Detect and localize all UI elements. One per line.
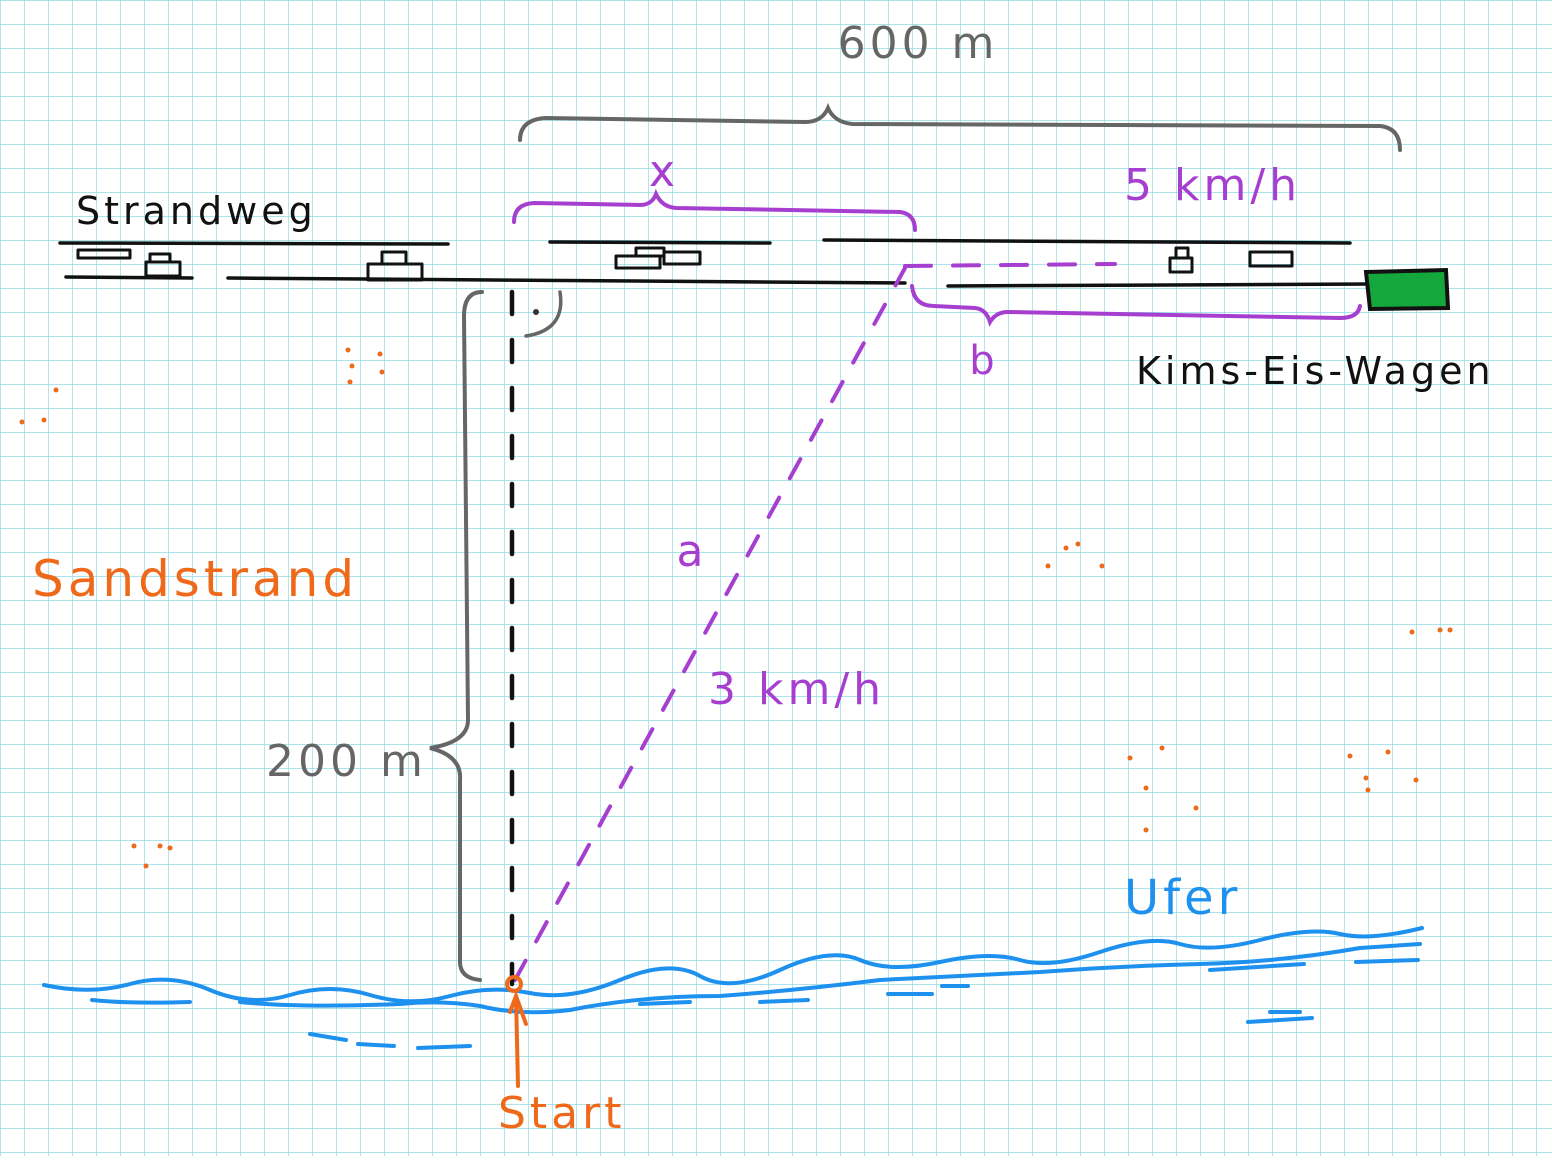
path-b-dashed <box>903 262 1117 268</box>
person-icon <box>505 975 528 1088</box>
road-lines <box>58 238 1374 288</box>
parked-cars <box>76 246 1294 282</box>
label-b: b <box>969 338 998 384</box>
right-angle-arc <box>524 290 563 338</box>
water-waves <box>42 926 1424 1050</box>
car-icon <box>614 246 702 270</box>
car-icon <box>1168 246 1294 274</box>
ice-cream-cart-icon <box>1363 267 1451 312</box>
brace-x <box>512 188 917 232</box>
label-speed-beach: 3 km/h <box>708 664 885 715</box>
car-icon <box>366 250 424 282</box>
car-icon <box>76 248 182 278</box>
label-depth: 200 m <box>266 736 427 787</box>
brace-b <box>910 284 1362 327</box>
label-speed-road: 5 km/h <box>1124 160 1301 211</box>
label-start: Start <box>498 1088 626 1139</box>
brace-200m <box>429 290 484 982</box>
label-shore: Ufer <box>1124 870 1241 926</box>
label-beach: Sandstrand <box>32 550 358 608</box>
brace-600m <box>518 102 1402 152</box>
label-a: a <box>677 526 708 577</box>
label-x: x <box>649 146 679 197</box>
label-road: Strandweg <box>76 189 317 233</box>
label-cart: Kims-Eis-Wagen <box>1136 349 1495 393</box>
right-angle-dot <box>533 309 539 315</box>
sand-dots <box>19 347 1453 869</box>
path-a-dashed <box>513 266 907 982</box>
label-total-distance: 600 m <box>838 18 999 69</box>
